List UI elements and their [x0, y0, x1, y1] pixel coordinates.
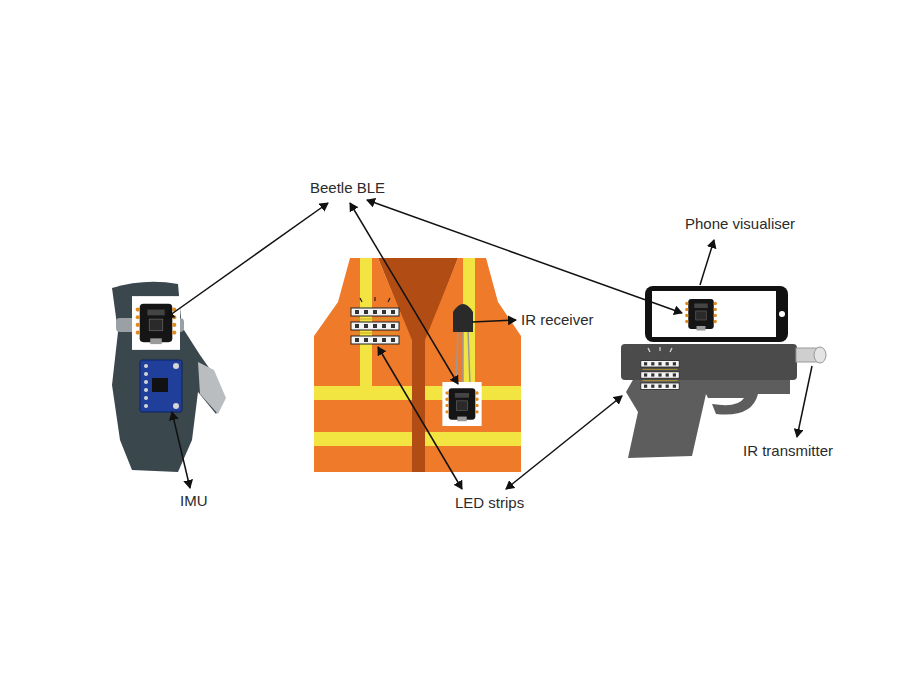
beetle-board [442, 382, 481, 426]
beetle-board [132, 296, 180, 350]
callout-label: IR transmitter [743, 442, 833, 460]
callout-label: LED strips [455, 494, 524, 512]
callout-label: IMU [180, 492, 208, 510]
led-glow [648, 347, 672, 352]
glove [112, 282, 226, 472]
led-glow [360, 297, 390, 302]
led-strip [351, 308, 399, 344]
beetle-board [682, 293, 720, 335]
leader-arrows [166, 200, 812, 489]
vest [314, 258, 521, 472]
callout-label: Beetle BLE [310, 179, 385, 197]
callout-label: IR receiver [521, 311, 594, 329]
gun [621, 286, 826, 458]
led-strip [641, 361, 679, 390]
phone [645, 286, 788, 342]
callout-label: Phone visualiser [685, 215, 795, 233]
ir-transmitter [796, 347, 826, 363]
ir-receiver [453, 304, 473, 385]
imu-board [140, 360, 182, 412]
